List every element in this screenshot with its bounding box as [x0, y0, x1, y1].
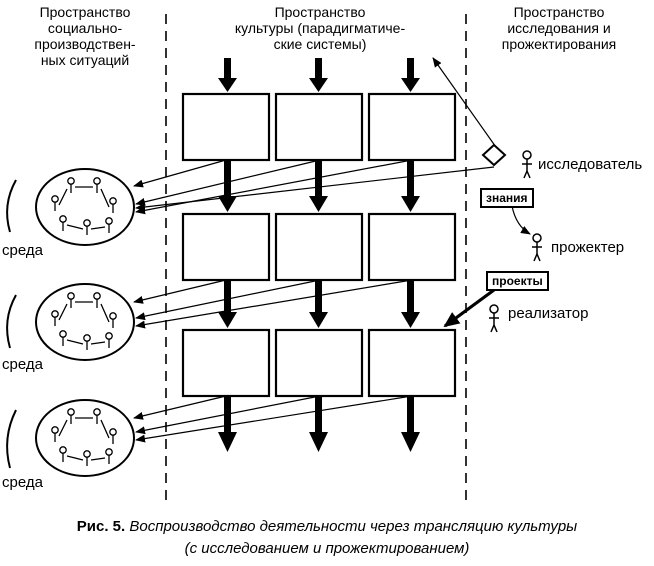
projector-figure-icon: [532, 233, 542, 262]
projector-label: прожектер: [551, 239, 625, 256]
env-brackets: [6, 179, 17, 469]
env-label: среда: [2, 242, 43, 259]
transmission-arrows: [218, 58, 420, 452]
situation-circles: [35, 168, 135, 477]
header-social-space: Пространство социально- производствен- н…: [34, 4, 136, 68]
implementer-figure-icon: [489, 304, 499, 333]
culture-box: [181, 212, 271, 282]
people-group: [51, 408, 117, 466]
situation-circle: [35, 283, 135, 361]
projects-arrow: [443, 288, 495, 328]
people-group: [51, 177, 117, 235]
implementer-label: реализатор: [508, 305, 589, 322]
culture-box: [367, 328, 457, 398]
culture-box: [181, 92, 271, 162]
people-group: [51, 292, 117, 350]
culture-box: [274, 212, 364, 282]
culture-box: [274, 92, 364, 162]
researcher-figure-icon: [522, 150, 532, 179]
projects-tag: проекты: [486, 271, 549, 291]
figure-number: Рис. 5.: [76, 518, 126, 535]
figure-caption: Рис. 5. Воспроизводство деятельности чер…: [0, 516, 654, 560]
situation-circle: [35, 168, 135, 246]
caption-line-1: Воспроизводство деятельности через транс…: [129, 518, 578, 535]
researcher-label: исследователь: [538, 156, 643, 173]
people-groups: [51, 177, 117, 466]
culture-box: [274, 328, 364, 398]
culture-box: [367, 212, 457, 282]
env-label: среда: [2, 356, 43, 373]
header-culture-space: Пространство культуры (парадигматиче- ск…: [234, 4, 406, 52]
normative-arrows: [133, 57, 531, 443]
env-label: среда: [2, 474, 43, 491]
culture-boxes: [181, 92, 457, 398]
caption-line-2: (с исследованием и прожектированием): [184, 540, 470, 557]
knowledge-tag: знания: [480, 188, 534, 208]
researcher-diamond-icon: [481, 143, 507, 167]
header-research-space: Пространство исследования и прожектирова…: [501, 4, 617, 52]
culture-box: [181, 328, 271, 398]
situation-circle: [35, 399, 135, 477]
culture-box: [367, 92, 457, 162]
